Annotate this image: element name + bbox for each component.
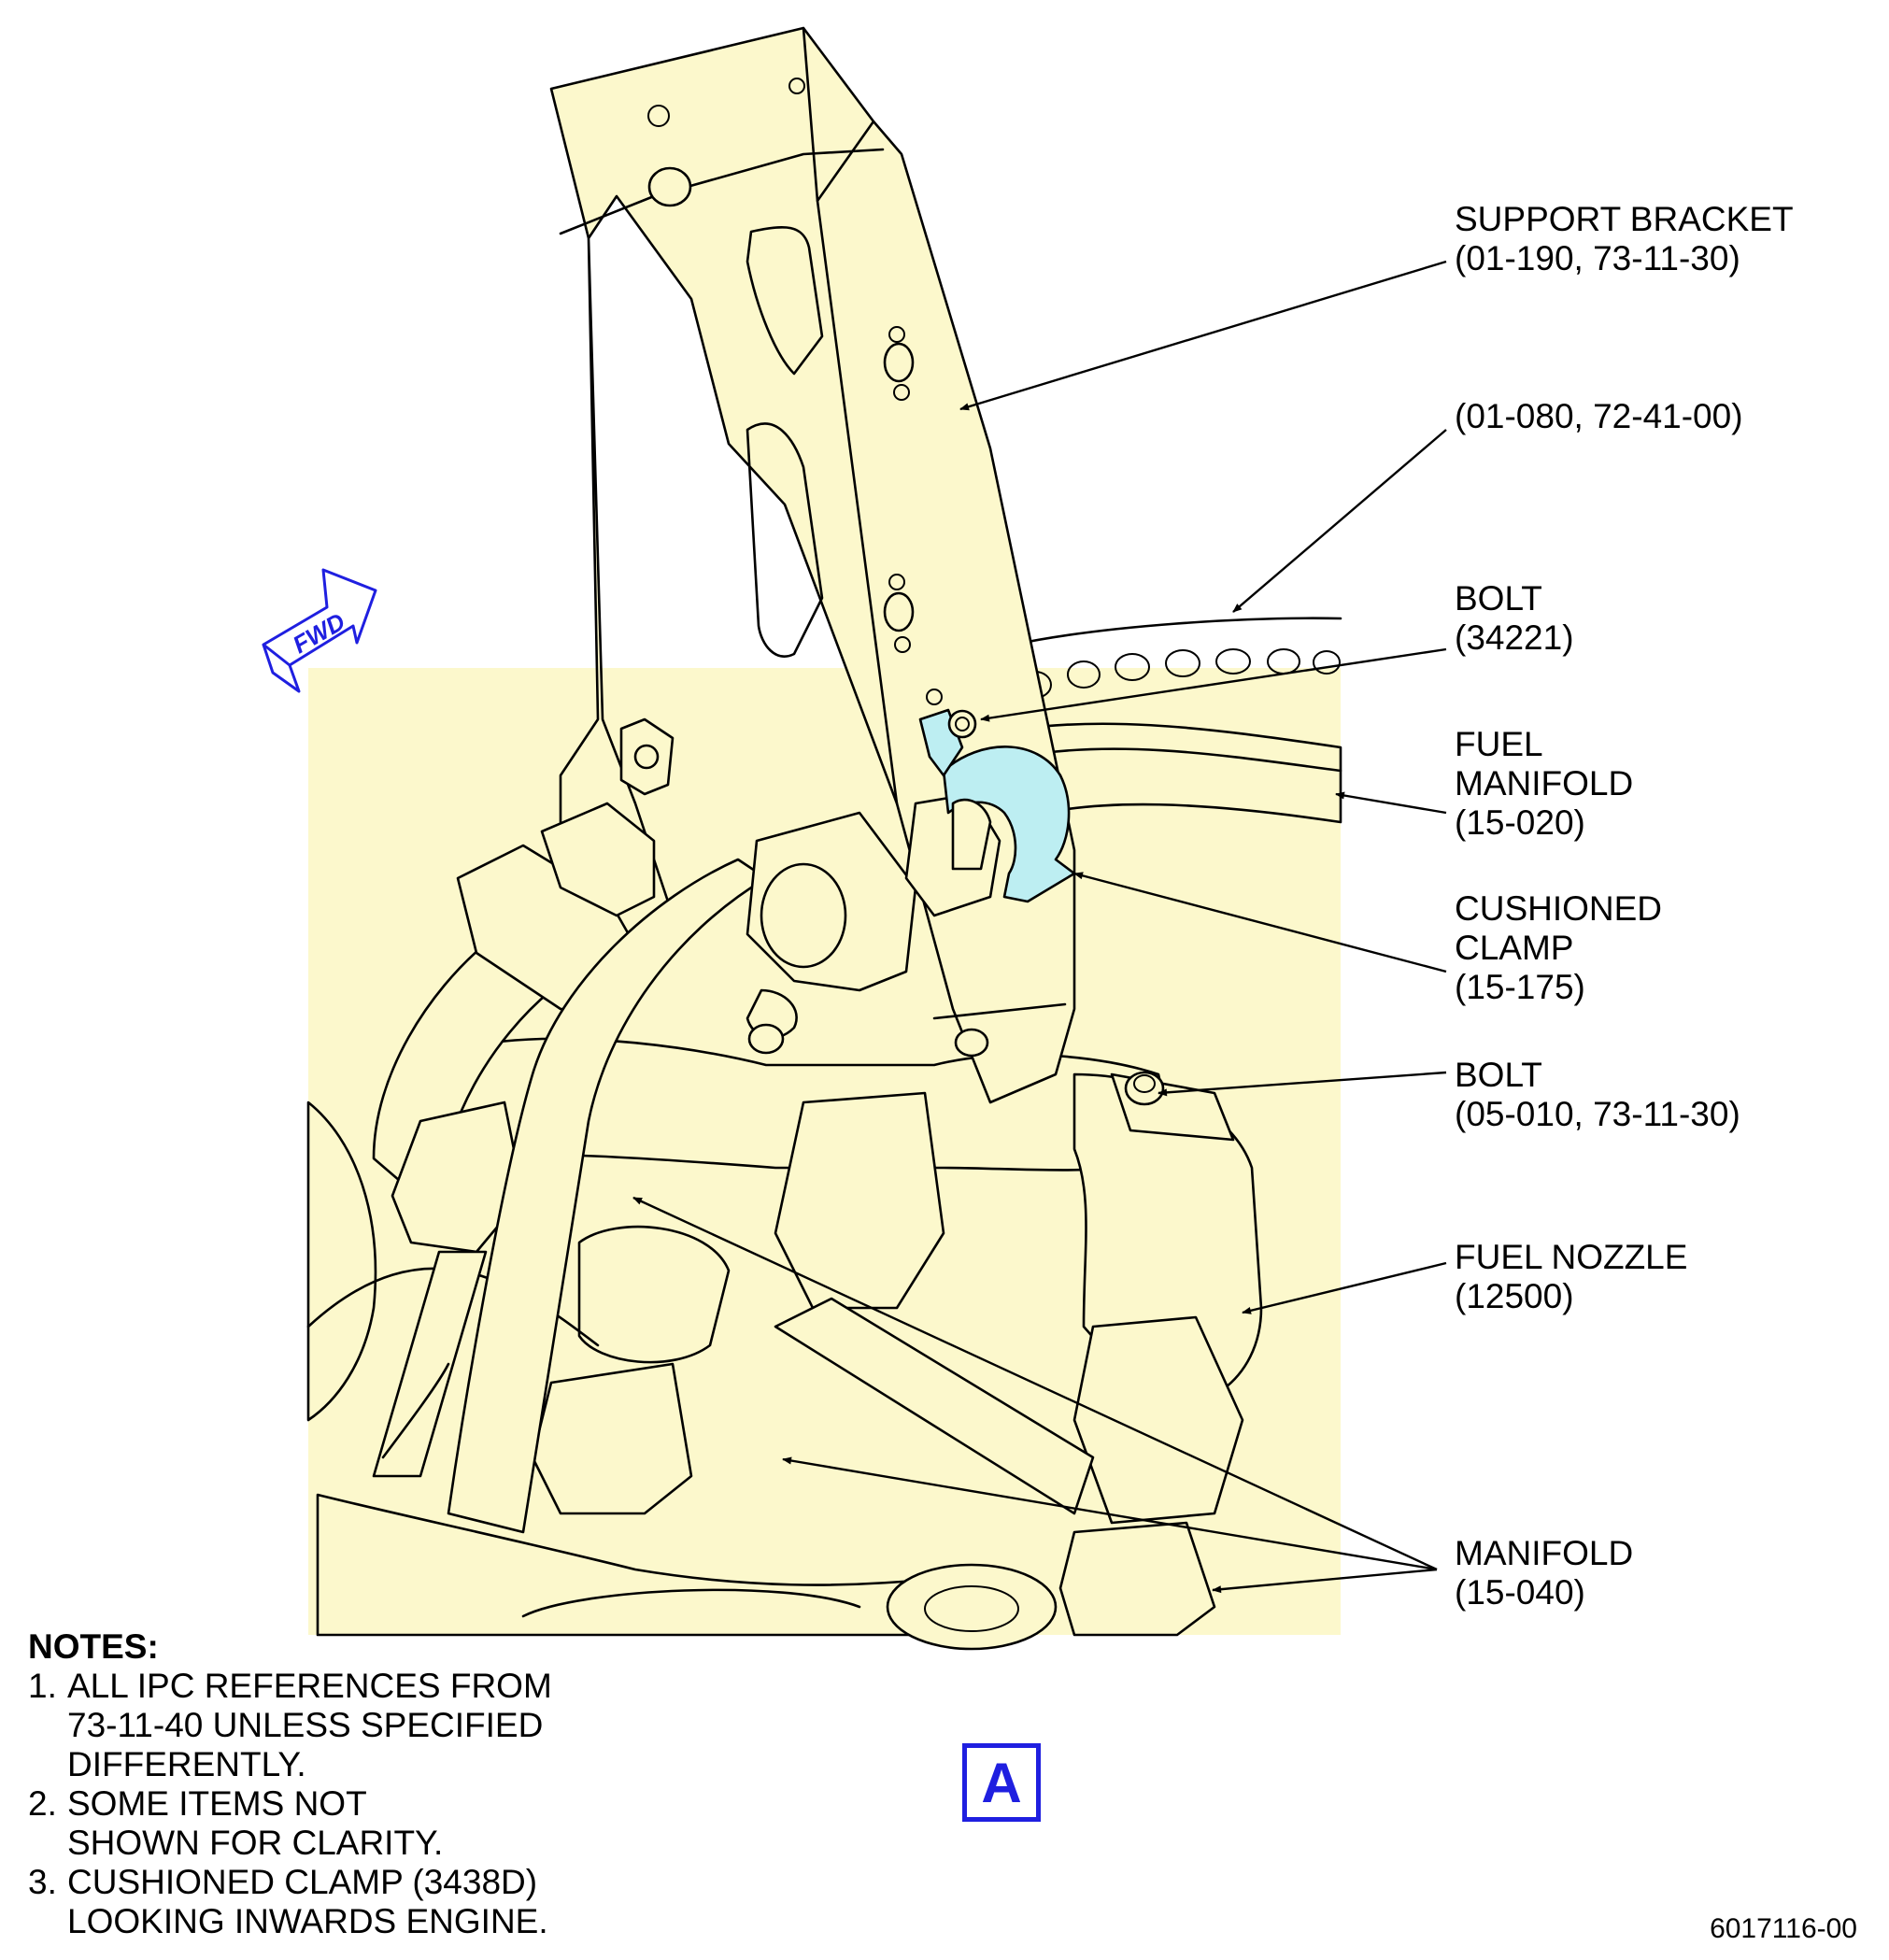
leader-manifold-3	[1212, 1568, 1438, 1594]
callout-bolt-34221: BOLT (34221)	[1455, 579, 1574, 657]
callout-ref-72-41-00: (01-080, 72-41-00)	[1455, 397, 1743, 435]
callout-fuel-nozzle: FUEL NOZZLE (12500)	[1455, 1238, 1688, 1315]
note-item: 1. ALL IPC REFERENCES FROM 73-11-40 UNLE…	[28, 1667, 552, 1783]
leader-72-41-00	[1232, 429, 1447, 613]
combustor-casing-edge	[1012, 617, 1342, 646]
callout-cushioned-clamp: CUSHIONED CLAMP (15-175)	[1455, 889, 1663, 1006]
notes-title: NOTES:	[28, 1627, 159, 1666]
leader-cushioned-clamp	[1073, 872, 1447, 973]
leader-fuel-nozzle	[1242, 1261, 1447, 1314]
callout-fuel-manifold: FUEL MANIFOLD (15-020)	[1455, 725, 1634, 842]
cushioned-clamp-shape	[918, 708, 1076, 903]
notes-block: NOTES: 1. ALL IPC REFERENCES FROM 73-11-…	[28, 1627, 552, 1941]
note-item: 2. SOME ITEMS NOT SHOWN FOR CLARITY.	[28, 1784, 444, 1862]
view-letter-box: A	[962, 1743, 1041, 1822]
nozzle-pipe-cluster	[306, 1037, 1263, 1651]
leader-manifold-2	[782, 1456, 1438, 1571]
callout-manifold-15-040: MANIFOLD (15-040)	[1455, 1534, 1634, 1612]
bolt-05-010-shape	[1110, 1071, 1235, 1142]
middle-fuel-tube-assembly	[447, 792, 1001, 1534]
note-item: 3. CUSHIONED CLAMP (3438D) LOOKING INWAR…	[28, 1863, 548, 1940]
drawing-number: 6017116-00	[1710, 1913, 1857, 1944]
leader-fuel-manifold	[1335, 791, 1447, 815]
callout-support-bracket: SUPPORT BRACKET (01-190, 73-11-30)	[1455, 200, 1794, 277]
manifold-tube-15-040	[774, 1297, 1095, 1515]
leader-bolt-34221	[980, 647, 1447, 722]
leader-support-bracket	[959, 260, 1447, 411]
callout-bolt-05-010: BOLT (05-010, 73-11-30)	[1455, 1056, 1740, 1133]
leader-manifold-1	[632, 1196, 1438, 1571]
small-bolt-group	[747, 1023, 989, 1058]
leader-bolt-05-010	[1158, 1071, 1447, 1097]
